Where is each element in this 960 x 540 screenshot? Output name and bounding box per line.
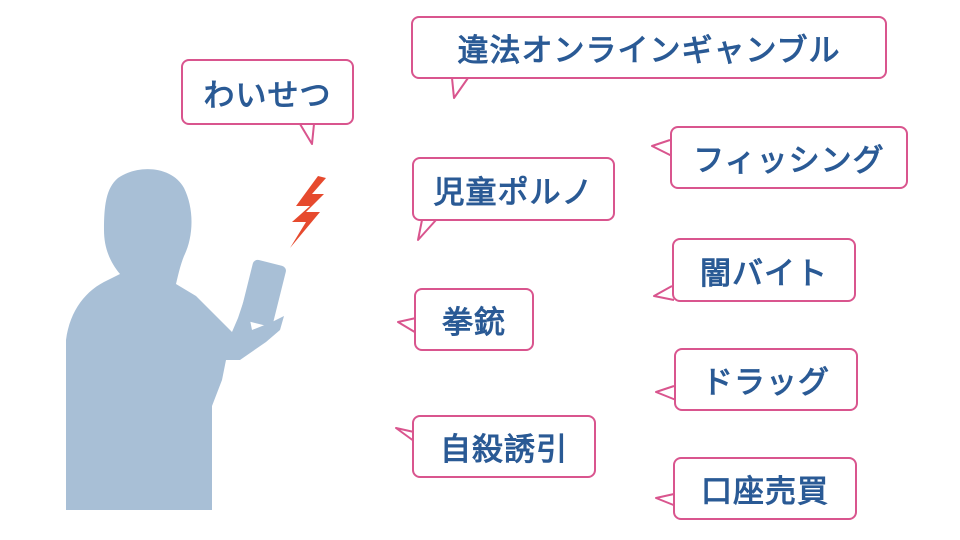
bubble-tails xyxy=(299,77,677,507)
bubble-label: 闇バイト xyxy=(700,255,828,292)
bubble-child-pornography: 児童ポルノ xyxy=(412,157,615,221)
bubble-illegal-online-gambling: 違法オンラインギャンブル xyxy=(411,16,887,79)
person-silhouette xyxy=(66,169,286,510)
bubble-label: 自殺誘引 xyxy=(440,432,568,468)
lightning-bolt-icon xyxy=(290,176,326,248)
bubble-account-trading: 口座売買 xyxy=(673,457,857,520)
bubble-label: わいせつ xyxy=(203,77,332,114)
bubble-label: 児童ポルノ xyxy=(433,174,594,211)
bubble-suicide-inducement: 自殺誘引 xyxy=(412,415,596,478)
bubble-obscenity: わいせつ xyxy=(181,59,354,125)
bubble-label: フィッシング xyxy=(693,143,885,179)
bubble-label: 拳銃 xyxy=(442,305,506,341)
bubble-phishing: フィッシング xyxy=(670,126,908,189)
bubble-label: 違法オンラインギャンブル xyxy=(457,33,841,69)
bubble-handgun: 拳銃 xyxy=(414,288,534,351)
bubble-drugs: ドラッグ xyxy=(674,348,858,411)
bubble-label: ドラッグ xyxy=(702,365,830,401)
bubble-label: 口座売買 xyxy=(701,474,829,510)
bubble-dark-part-time-job: 闇バイト xyxy=(672,238,856,302)
